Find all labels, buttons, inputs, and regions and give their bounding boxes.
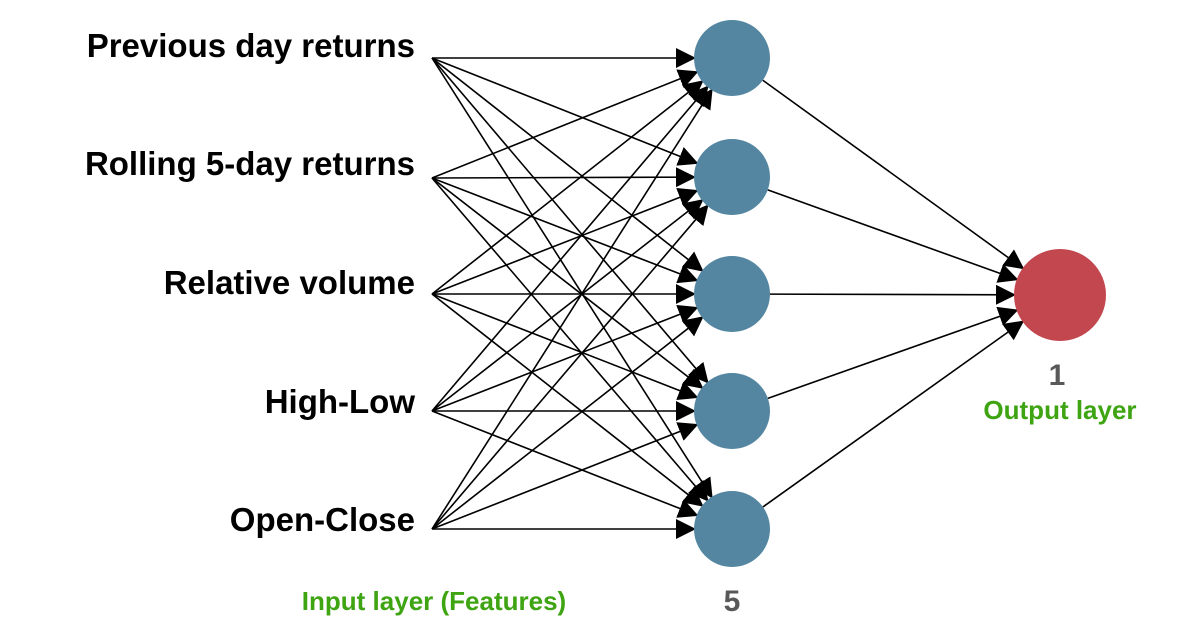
connection-edges bbox=[431, 48, 1025, 539]
feature-label: High-Low bbox=[265, 383, 416, 420]
output-node bbox=[1014, 249, 1106, 341]
connection-arrow bbox=[431, 316, 704, 530]
connection-arrow bbox=[431, 69, 699, 179]
hidden-layer bbox=[694, 20, 770, 567]
connection-arrow bbox=[431, 177, 704, 389]
hidden-node bbox=[694, 139, 770, 215]
connection-arrow bbox=[762, 320, 1025, 508]
connection-arrow bbox=[431, 57, 713, 499]
connection-arrow bbox=[431, 188, 699, 295]
connection-arrow bbox=[762, 79, 1025, 270]
connection-arrow bbox=[431, 57, 704, 272]
hidden-node bbox=[694, 491, 770, 567]
output-layer-count: 1 bbox=[1049, 359, 1066, 392]
connection-arrow bbox=[431, 57, 709, 384]
connection-arrow bbox=[431, 80, 704, 295]
connection-arrow bbox=[767, 306, 1019, 400]
connection-arrow bbox=[431, 305, 699, 412]
connection-arrow bbox=[431, 167, 697, 188]
connection-arrow bbox=[431, 177, 709, 502]
hidden-node bbox=[694, 256, 770, 332]
connection-arrow bbox=[431, 410, 699, 518]
connection-arrow bbox=[767, 189, 1019, 283]
hidden-layer-count: 5 bbox=[724, 585, 741, 618]
connection-arrow bbox=[769, 284, 1017, 305]
feature-label: Previous day returns bbox=[87, 27, 415, 64]
output-layer-caption: Output layer bbox=[983, 395, 1136, 425]
connection-arrow bbox=[431, 57, 699, 166]
connection-arrow bbox=[431, 85, 709, 412]
feature-label: Relative volume bbox=[164, 264, 415, 301]
input-layer-caption: Input layer (Features) bbox=[302, 586, 566, 616]
feature-label: Open-Close bbox=[230, 501, 415, 538]
feature-label: Rolling 5-day returns bbox=[85, 145, 415, 182]
hidden-node bbox=[694, 20, 770, 96]
connection-arrow bbox=[431, 422, 699, 530]
connection-arrow bbox=[431, 293, 699, 400]
connection-arrow bbox=[431, 88, 713, 530]
input-labels: Previous day returns Rolling 5-day retur… bbox=[85, 27, 415, 538]
connection-arrow bbox=[431, 177, 699, 284]
connection-arrow bbox=[431, 199, 704, 412]
connection-arrow bbox=[431, 293, 704, 507]
connection-arrow bbox=[431, 204, 709, 530]
hidden-node bbox=[694, 373, 770, 449]
